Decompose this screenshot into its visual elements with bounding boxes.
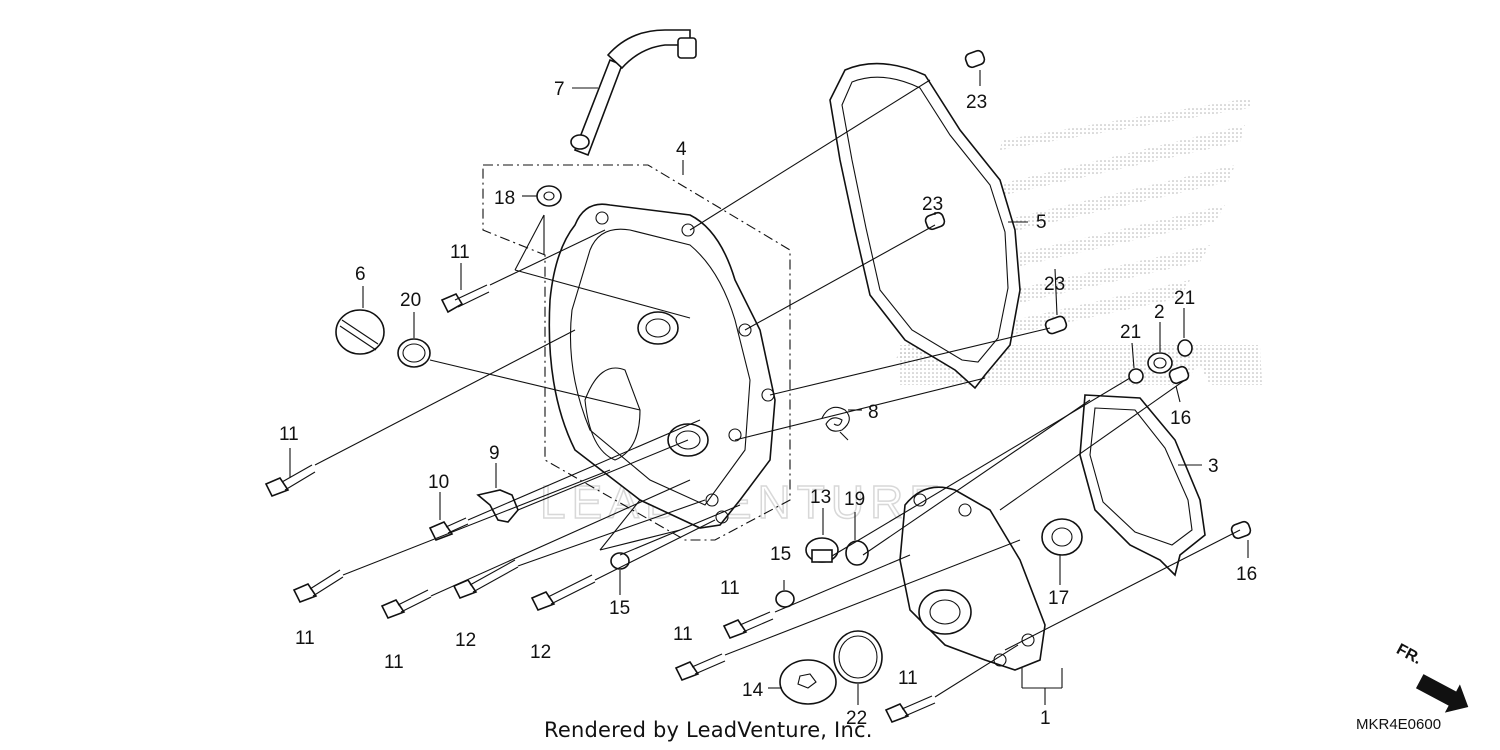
collar-2 bbox=[1147, 352, 1173, 374]
dowel-16a bbox=[1168, 365, 1190, 385]
o-ring-21b bbox=[1177, 339, 1193, 357]
cap-6 bbox=[335, 309, 385, 355]
o-ring-22 bbox=[833, 630, 883, 684]
callout-16-upper: 16 bbox=[1170, 408, 1191, 429]
callout-9: 9 bbox=[489, 443, 500, 464]
callout-18: 18 bbox=[494, 188, 515, 209]
callout-labels: 7 18 4 11 6 20 11 9 10 11 11 12 12 15 15… bbox=[279, 79, 1257, 729]
callout-13: 13 bbox=[810, 487, 831, 508]
callout-23-top: 23 bbox=[966, 92, 987, 113]
callout-11-low1: 11 bbox=[295, 628, 315, 649]
cover-gasket-inner bbox=[841, 76, 1009, 363]
dowel-23a bbox=[964, 49, 986, 69]
callout-11-right: 11 bbox=[898, 668, 918, 689]
bolt-10 bbox=[428, 517, 469, 542]
callout-15a: 15 bbox=[609, 598, 630, 619]
callout-10: 10 bbox=[428, 472, 449, 493]
callout-12b: 12 bbox=[530, 642, 551, 663]
bolt-11-low2 bbox=[380, 589, 432, 620]
callout-12a: 12 bbox=[455, 630, 476, 651]
cover-gasket bbox=[829, 62, 1021, 390]
small-cover bbox=[899, 486, 1046, 671]
small-cover-gasket-inner bbox=[1089, 407, 1193, 546]
callout-19: 19 bbox=[844, 489, 865, 510]
callout-22: 22 bbox=[846, 708, 867, 729]
o-ring-20-inner bbox=[402, 343, 426, 363]
dowel-16b bbox=[1230, 520, 1252, 540]
bolt-12a bbox=[452, 559, 519, 600]
direction-label: FR. bbox=[1394, 641, 1425, 668]
rendered-by-credit: Rendered by LeadVenture, Inc. bbox=[544, 718, 873, 742]
o-ring-21a bbox=[1128, 368, 1144, 384]
callout-15b: 15 bbox=[770, 544, 791, 565]
callout-6: 6 bbox=[355, 264, 366, 285]
callout-11-low2: 11 bbox=[384, 652, 404, 673]
callout-11-mid: 11 bbox=[720, 578, 740, 599]
callout-7: 7 bbox=[554, 79, 565, 100]
callout-11-bottom: 11 bbox=[673, 624, 693, 645]
leader-lines bbox=[289, 70, 1249, 705]
plug-13 bbox=[805, 537, 839, 563]
callout-21-left: 21 bbox=[1120, 322, 1141, 343]
callout-21-right: 21 bbox=[1174, 288, 1195, 309]
small-cover-gasket bbox=[1079, 394, 1206, 577]
bolt-11-upper bbox=[440, 284, 490, 314]
crankcase-cover bbox=[548, 203, 776, 529]
bolt-11-right bbox=[884, 695, 936, 724]
callout-8: 8 bbox=[868, 402, 879, 423]
diagram-code: MKR4E0600 bbox=[1356, 716, 1442, 733]
callout-23-mid: 23 bbox=[922, 194, 943, 215]
cover-assembly-boundary bbox=[482, 164, 791, 541]
o-ring-20 bbox=[397, 338, 431, 368]
bolt-12b bbox=[530, 574, 596, 612]
o-ring-22-inner bbox=[838, 635, 878, 679]
front-direction-arrow-icon: FR. bbox=[1394, 641, 1469, 713]
bolt-11-left bbox=[264, 464, 316, 498]
spring-8 bbox=[821, 406, 850, 441]
washer-15b bbox=[775, 590, 795, 608]
callout-11-left: 11 bbox=[279, 424, 299, 445]
callout-1: 1 bbox=[1040, 708, 1051, 729]
oil-seal-18 bbox=[536, 185, 562, 207]
callout-14: 14 bbox=[742, 680, 764, 701]
callout-20: 20 bbox=[400, 290, 421, 311]
shift-lever bbox=[570, 29, 697, 157]
bolt-11-low1 bbox=[292, 569, 344, 604]
callout-2: 2 bbox=[1154, 302, 1165, 323]
dowel-23b bbox=[924, 211, 946, 231]
callout-16-right: 16 bbox=[1236, 564, 1257, 585]
washer-15a bbox=[610, 552, 630, 570]
bolts bbox=[264, 284, 936, 724]
bolt-11-mid bbox=[722, 611, 774, 640]
callout-23-right: 23 bbox=[1044, 274, 1065, 295]
callout-3: 3 bbox=[1208, 456, 1219, 477]
callout-17: 17 bbox=[1048, 588, 1069, 609]
seal-17 bbox=[1041, 518, 1083, 556]
clip-9 bbox=[476, 489, 519, 523]
callout-4: 4 bbox=[676, 139, 687, 160]
callout-5: 5 bbox=[1036, 212, 1047, 233]
wing-logo-watermark bbox=[895, 98, 1262, 385]
plug-14 bbox=[779, 659, 837, 705]
o-ring-19 bbox=[845, 540, 869, 566]
callout-11-top: 11 bbox=[450, 242, 470, 263]
bolt-11-bottom bbox=[674, 653, 726, 682]
